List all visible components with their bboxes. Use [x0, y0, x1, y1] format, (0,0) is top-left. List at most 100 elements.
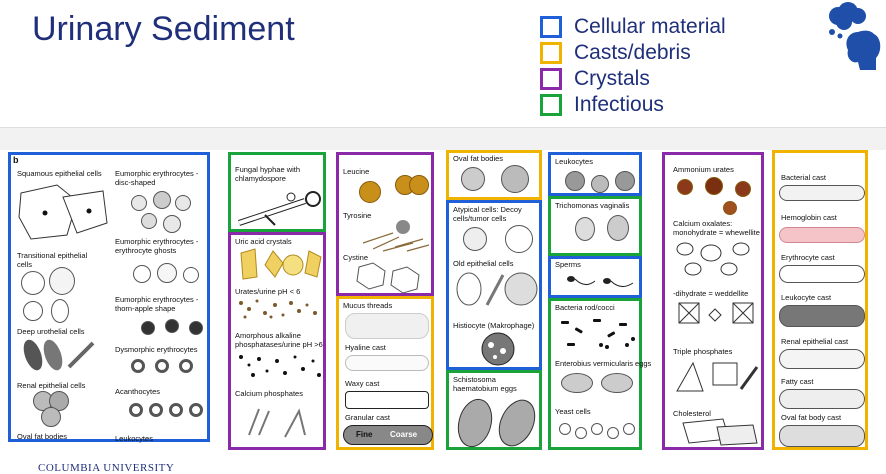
yeast-cell: [591, 423, 603, 435]
label-transitional: Transitional epithelial cells: [17, 251, 88, 269]
cholesterol-drawing: [682, 418, 758, 446]
label-fine: Fine: [356, 430, 373, 439]
dysmorphic-rbc: [155, 359, 169, 373]
panel-bacteria-yeast: Bacteria rod/cocci Enterobius vermicular…: [548, 298, 651, 450]
old-epithelial-drawing: [456, 272, 538, 306]
label-leukocyte-cast: Leukocyte cast: [781, 293, 832, 302]
legend-label: Crystals: [574, 67, 650, 90]
ammonium-urate: [735, 181, 751, 197]
hyaline-cast: [345, 355, 429, 371]
panel-leukocytes: Leukocytes: [548, 152, 642, 196]
label-histiocyte: Histiocyte (Makrophage): [453, 321, 535, 330]
label-triple: Triple phosphates: [673, 347, 733, 356]
label-bacterial-cast: Bacterial cast: [781, 173, 827, 182]
legend-item-crystals: Crystals: [540, 66, 726, 92]
squamous-cells-drawing: [18, 184, 108, 240]
label-enterobius: Enterobius vermicularis eggs: [555, 359, 652, 368]
label-oval-fat: Oval fat bodies: [453, 154, 504, 163]
label-uric: Uric acid crystals: [235, 237, 292, 246]
leukocyte: [591, 175, 609, 193]
legend-swatch-blue: [540, 16, 562, 38]
label-renal-cast: Renal epithelial cast: [781, 337, 849, 346]
label-dysmorphic: Dysmorphic erythrocytes: [115, 345, 198, 354]
panel-oval-fat: Oval fat bodies: [446, 150, 542, 200]
label-deep-urothelial: Deep urothelial cells: [17, 327, 85, 336]
acanthocyte: [149, 403, 163, 417]
acanthocyte: [189, 403, 203, 417]
oxalate-drawing: [676, 242, 750, 276]
legend-label: Cellular material: [574, 15, 726, 38]
page-title: Urinary Sediment: [32, 10, 295, 48]
yeast-cell: [623, 423, 635, 435]
yeast-cell: [607, 427, 619, 439]
mucus-thread: [345, 313, 429, 339]
rbc-ghost: [133, 265, 151, 283]
panel-fungal: Fungal hyphae with chlamydospore: [228, 152, 326, 232]
enterobius-egg: [601, 373, 633, 393]
label-squamous: Squamous epithelial cells: [17, 169, 102, 178]
panel-casts: Bacterial cast Hemoglobin cast Erythrocy…: [772, 150, 868, 450]
label-eumorphic-ghost: Eumorphic erythrocytes -erythrocyte ghos…: [115, 237, 199, 255]
decoy-cell: [463, 227, 487, 251]
panel-mucus-casts: Mucus threads Hyaline cast Waxy cast Gra…: [336, 296, 434, 450]
label-tyrosine: Tyrosine: [343, 211, 372, 220]
renal-epithelial-cell: [41, 407, 61, 427]
trichomonas: [607, 215, 629, 241]
thinking-head-icon: [829, 2, 881, 70]
panel-cellular: b Squamous epithelial cells Eumorphic er…: [8, 152, 210, 443]
triple-phosphate-drawing: [676, 361, 759, 392]
schistosoma-eggs-drawing: [457, 398, 536, 448]
label-fungal: Fungal hyphae with chlamydospore: [235, 165, 301, 183]
granular-cast: Fine Coarse: [343, 425, 433, 445]
legend-swatch-yellow: [540, 42, 562, 64]
transitional-cell: [23, 301, 43, 321]
bacterial-cast: [779, 185, 865, 201]
calcium-phosphate-drawing: [248, 408, 306, 438]
leukocyte: [615, 171, 635, 191]
label-dihydrate: -dihydrate = weddellite: [673, 289, 749, 298]
histiocyte-drawing: [481, 332, 515, 366]
label-sperms: Sperms: [555, 260, 581, 269]
label-cystine: Cystine: [343, 253, 369, 262]
label-eumorphic-disc: Eumorphic erythrocytes -disc-shaped: [115, 169, 199, 187]
label-amorph: Amorphous alkaline phosphatases/urine pH…: [235, 331, 323, 349]
thorn-apple-rbc: [189, 321, 203, 335]
label-renal-epithelial: Renal epithelial cells: [17, 381, 86, 390]
label-oval-fat-cast: Oval fat body cast: [781, 413, 842, 422]
cystine-drawing: [356, 262, 420, 294]
acanthocyte: [129, 403, 143, 417]
leukocyte-cast: [779, 305, 865, 327]
label-old-epithelial: Old epithelial cells: [453, 259, 514, 268]
amorph-drawing: [239, 355, 321, 377]
label-oval-fat-bodies: Oval fat bodies: [17, 432, 68, 441]
urates-drawing: [239, 299, 317, 319]
rbc-ghost: [183, 267, 199, 283]
label-hemoglobin-cast: Hemoglobin cast: [781, 213, 837, 222]
dysmorphic-rbc: [131, 359, 145, 373]
transitional-cell: [51, 299, 69, 323]
enterobius-egg: [561, 373, 593, 393]
fungal-hyphae-drawing: [238, 191, 321, 226]
ammonium-urate: [677, 179, 693, 195]
label-trichomonas: Trichomonas vaginalis: [555, 201, 630, 210]
label-granular: Granular cast: [345, 413, 391, 422]
hemoglobin-cast: [779, 227, 865, 243]
fatty-cast: [779, 389, 865, 409]
label-ammonium: Ammonium urates: [673, 165, 734, 174]
sperms-drawing: [567, 276, 634, 287]
panel-trichomonas: Trichomonas vaginalis: [548, 196, 642, 256]
yeast-cell: [575, 427, 587, 439]
label-bacteria: Bacteria rod/cocci: [555, 303, 615, 312]
label-fatty-cast: Fatty cast: [781, 377, 814, 386]
legend-item-casts: Casts/debris: [540, 40, 726, 66]
leucine-crystal: [359, 181, 381, 203]
panel-letter: b: [13, 155, 19, 165]
label-erythrocyte-cast: Erythrocyte cast: [781, 253, 835, 262]
label-leucine: Leucine: [343, 167, 370, 176]
thorn-apple-rbc: [141, 321, 155, 335]
weddellite-drawing: [678, 302, 754, 324]
label-waxy: Waxy cast: [345, 379, 380, 388]
rbc: [131, 195, 147, 211]
bacteria-drawing: [561, 319, 635, 349]
legend-item-infectious: Infectious: [540, 92, 726, 118]
